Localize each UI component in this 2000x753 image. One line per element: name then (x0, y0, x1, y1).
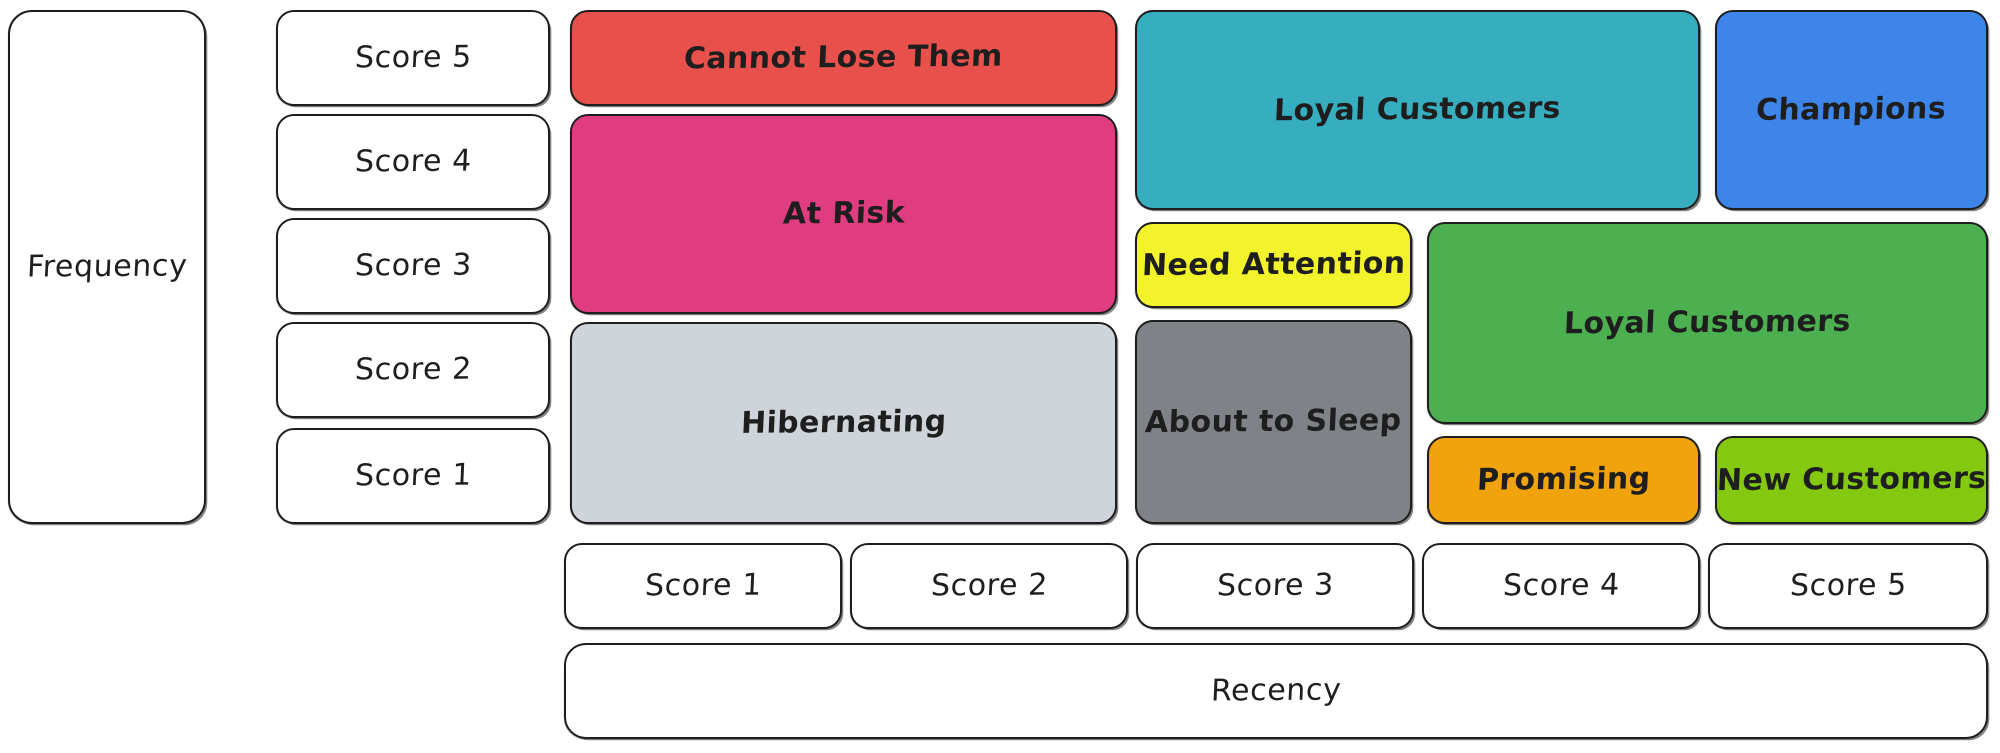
segment-new-customers[interactable]: New Customers (1715, 436, 1988, 524)
frequency-scale-score-4-label: Score 4 (353, 143, 473, 180)
recency-scale-score-4: Score 4 (1422, 543, 1700, 629)
frequency-scale-score-1: Score 1 (276, 428, 550, 524)
frequency-scale-score-3-label: Score 3 (353, 247, 473, 284)
recency-scale-score-4-label: Score 4 (1501, 567, 1621, 604)
segment-champions-label: Champions (1755, 90, 1948, 128)
segment-promising-label: Promising (1475, 460, 1652, 498)
axis-label-recency-text: Recency (1210, 672, 1343, 709)
frequency-scale-score-5-label: Score 5 (353, 39, 473, 76)
frequency-scale-score-2: Score 2 (276, 322, 550, 418)
segment-new-customers-label: New Customers (1716, 460, 1987, 498)
recency-scale-score-5-label: Score 5 (1788, 567, 1908, 604)
segment-champions[interactable]: Champions (1715, 10, 1988, 210)
axis-label-frequency: Frequency (8, 10, 206, 524)
segment-hibernating-label: Hibernating (739, 403, 948, 441)
segment-cannot-lose-them[interactable]: Cannot Lose Them (570, 10, 1117, 106)
segment-loyal-customers-teal-label: Loyal Customers (1273, 90, 1562, 129)
axis-label-recency: Recency (564, 643, 1988, 739)
segment-loyal-customers-green-label: Loyal Customers (1563, 303, 1852, 342)
frequency-scale-score-4: Score 4 (276, 114, 550, 210)
recency-scale-score-1: Score 1 (564, 543, 842, 629)
segment-need-attention-label: Need Attention (1140, 245, 1407, 283)
frequency-scale-score-1-label: Score 1 (353, 457, 473, 494)
segment-cannot-lose-them-label: Cannot Lose Them (683, 38, 1004, 77)
segment-loyal-customers-teal[interactable]: Loyal Customers (1135, 10, 1700, 210)
segment-loyal-customers-green[interactable]: Loyal Customers (1427, 222, 1988, 424)
frequency-scale-score-3: Score 3 (276, 218, 550, 314)
segment-hibernating[interactable]: Hibernating (570, 322, 1117, 524)
segment-about-to-sleep[interactable]: About to Sleep (1135, 320, 1412, 524)
segment-at-risk[interactable]: At Risk (570, 114, 1117, 314)
recency-scale-score-3: Score 3 (1136, 543, 1414, 629)
recency-scale-score-2-label: Score 2 (929, 567, 1049, 604)
recency-scale-score-3-label: Score 3 (1215, 567, 1335, 604)
segment-need-attention[interactable]: Need Attention (1135, 222, 1412, 308)
recency-scale-score-1-label: Score 1 (643, 567, 763, 604)
axis-label-frequency-text: Frequency (26, 248, 189, 285)
segment-at-risk-label: At Risk (781, 195, 906, 232)
segment-about-to-sleep-label: About to Sleep (1144, 402, 1403, 440)
segment-promising[interactable]: Promising (1427, 436, 1700, 524)
recency-scale-score-2: Score 2 (850, 543, 1128, 629)
frequency-scale-score-2-label: Score 2 (353, 351, 473, 388)
recency-scale-score-5: Score 5 (1708, 543, 1988, 629)
frequency-scale-score-5: Score 5 (276, 10, 550, 106)
